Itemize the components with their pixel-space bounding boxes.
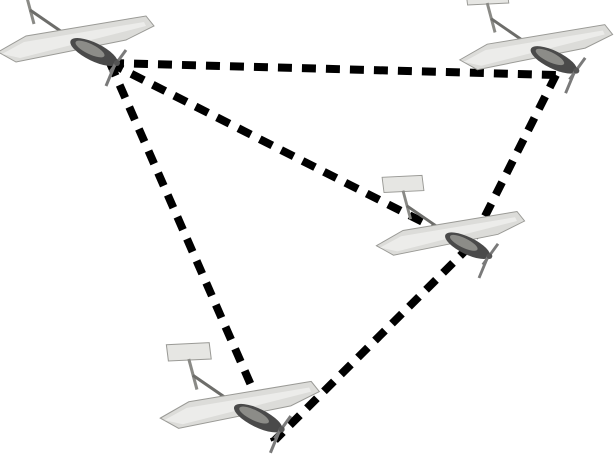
links-layer xyxy=(110,63,556,440)
link-uav-middle-right-uav-bottom xyxy=(275,246,470,440)
fixed-wing-uav-icon xyxy=(460,0,613,93)
link-uav-top-left-uav-middle-right xyxy=(110,63,470,246)
uav-top-right xyxy=(460,0,613,93)
uav-top-left xyxy=(0,0,154,86)
link-uav-top-left-uav-bottom xyxy=(110,63,275,440)
fixed-wing-uav-icon xyxy=(0,0,154,86)
